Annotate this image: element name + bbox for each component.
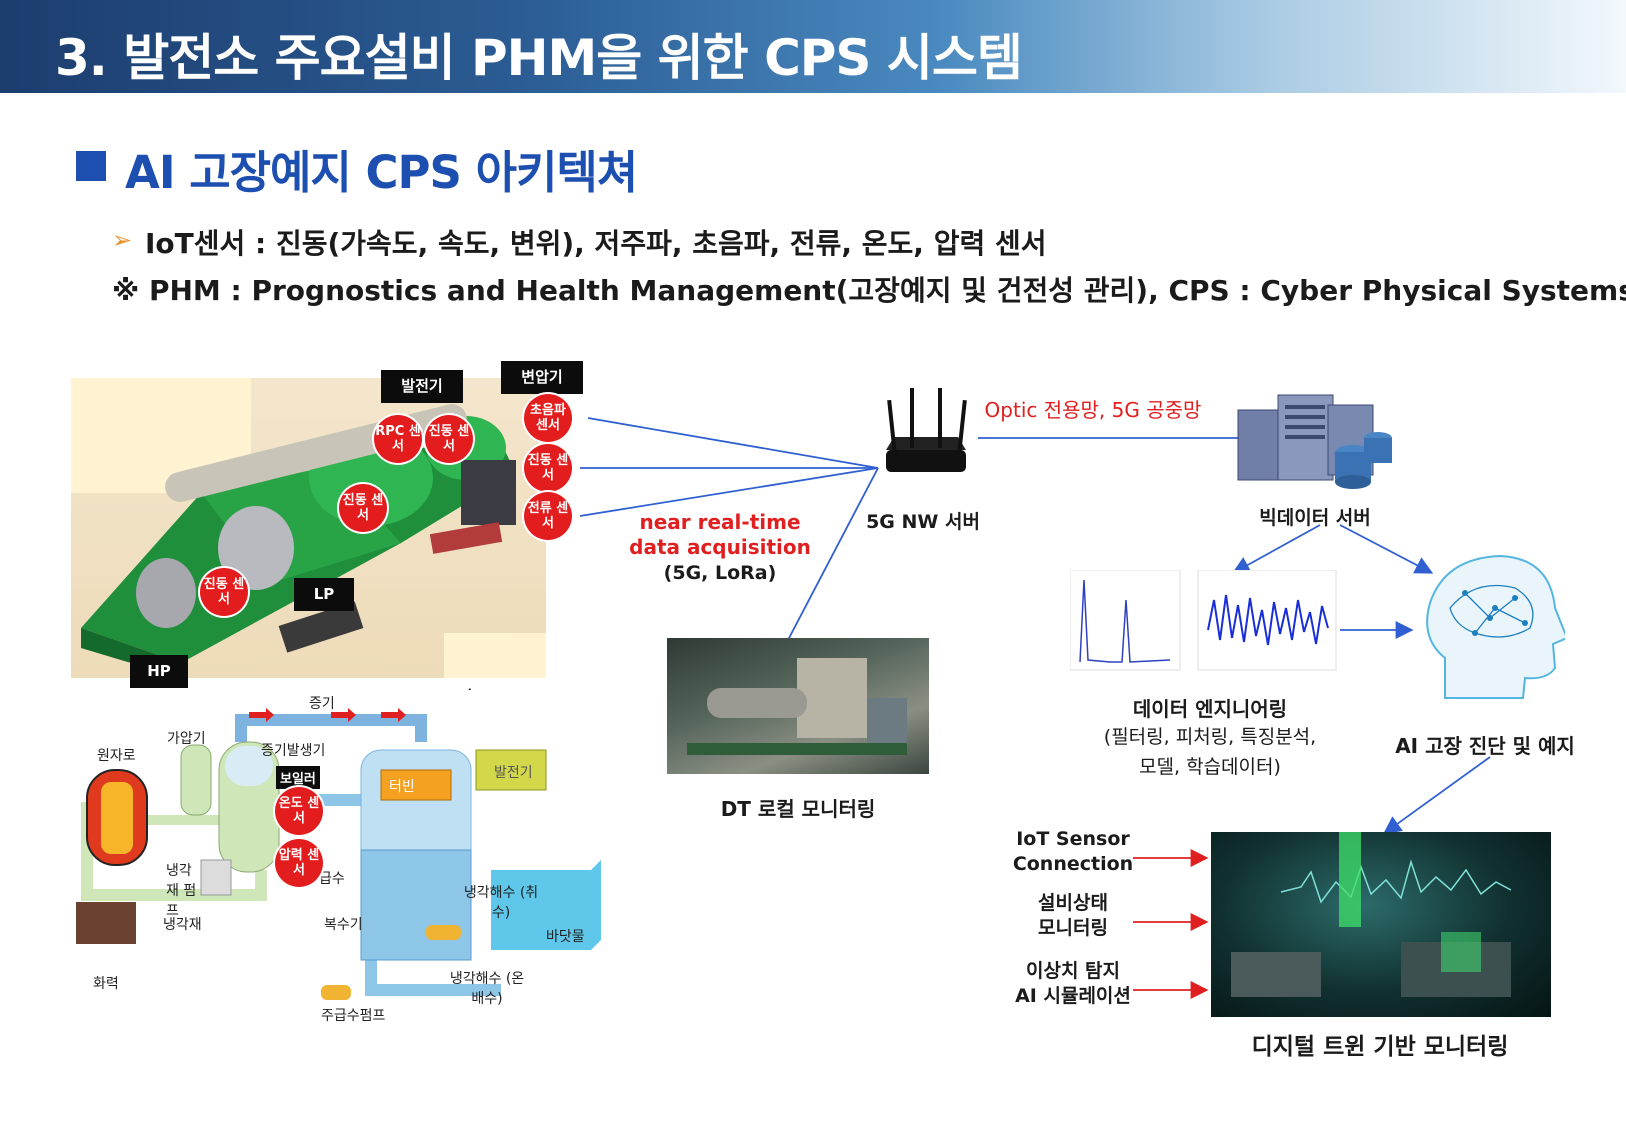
ultrasonic-sensor-badge: 초음파 센서 [524, 394, 572, 442]
router-label: 5G NW 서버 [866, 511, 980, 533]
coolant-label: 냉각재 [163, 917, 202, 933]
cooling-intake-label: 냉각해수 (취수) [463, 885, 539, 921]
section-title: AI 고장예지 CPS 아키텍쳐 [125, 146, 638, 199]
input-equipment-monitoring: 설비상태 모니터링 [1038, 892, 1108, 939]
current-sensor-badge: 전류 센서 [524, 492, 572, 540]
hp-label: HP [130, 655, 188, 688]
turbine-illustration [71, 378, 546, 678]
ai-brain-icon [1426, 554, 1565, 699]
header-banner [0, 0, 1626, 93]
lp-label: LP [294, 578, 354, 611]
vibration-sensor-badge-low: 진동 센서 [200, 568, 248, 616]
dt-local-label: DT 로컬 모니터링 [720, 797, 876, 821]
vibration-sensor-badge-top: 진동 센서 [425, 415, 473, 463]
vibration-sensor-badge-mid: 진동 센서 [339, 484, 387, 532]
input-anomaly-ai: 이상치 탐지 AI 시뮬레이션 [1015, 960, 1131, 1007]
turbine-label: 터빈 [389, 779, 415, 795]
seawater-label: 바닷물 [546, 929, 585, 945]
section-square-icon [76, 151, 106, 181]
steam-label: 증기 [309, 696, 335, 712]
condenser-label: 복수기 [324, 917, 363, 933]
data-engineering-title: 데이터 엔지니어링 [1132, 697, 1288, 721]
data-engineering-desc: (필터링, 피처링, 특징분석, 모델, 학습데이터) [1103, 726, 1317, 778]
acquisition-label: near real-time data acquisition [629, 510, 811, 559]
arrow-bigdata-ai [1339, 524, 1434, 574]
iot-sensor-bullet: IoT센서 : 진동(가속도, 속도, 변위), 저주파, 초음파, 전류, 온… [145, 227, 1047, 260]
acronym-note: ※ PHM : Prognostics and Health Managemen… [112, 274, 1626, 307]
digital-twin-title: 디지털 트윈 기반 모니터링 [1251, 1034, 1509, 1060]
dt-local-photo [667, 638, 929, 774]
coolant-pump-label: 냉각재 펌프 [166, 863, 197, 919]
power-plant-schematic: 증기 원자로 가압기 증기발생기 보일러 터빈 발전기 냉각재 펌프 냉각재 급… [71, 690, 621, 1030]
arrow-bullet-icon: ➢ [112, 226, 133, 254]
signal-plots [1070, 570, 1337, 671]
transformer-label: 변압기 [501, 361, 583, 394]
plant-generator-label: 발전기 [494, 765, 533, 781]
link-dt-router [787, 467, 879, 641]
ai-diagnosis-label: AI 고장 진단 및 예지 [1395, 734, 1575, 758]
pressurizer-label: 가압기 [167, 731, 206, 747]
optic-network-label: Optic 전용망, 5G 공중망 [984, 398, 1202, 422]
pressure-sensor-badge: 압력 센서 [275, 839, 323, 887]
acquisition-protocols: (5G, LoRa) [663, 562, 777, 584]
digital-twin-photo [1211, 832, 1551, 1017]
reactor-label: 원자로 [97, 748, 136, 764]
vibration-sensor-badge-right: 진동 센서 [524, 444, 572, 492]
router-icon [886, 388, 967, 472]
steam-generator-label: 증기발생기 [261, 743, 326, 759]
thermal-label: 화력 [93, 976, 119, 992]
main-feed-pump-label: 주급수펌프 [321, 1008, 386, 1024]
link-current-router [579, 467, 879, 517]
bigdata-server-icon [1237, 394, 1392, 489]
page-title: 3. 발전소 주요설비 PHM을 위한 CPS 시스템 [55, 29, 1023, 87]
temperature-sensor-badge: 온도 센서 [275, 787, 323, 835]
boiler-label: 보일러 [276, 766, 320, 789]
feedwater-label: 급수 [319, 871, 345, 887]
rpc-sensor-badge: RPC 센서 [374, 415, 422, 463]
arrow-bigdata-dataeng [1231, 524, 1321, 574]
link-ultrasonic-router [587, 417, 879, 469]
arrow-ai-twin [1383, 756, 1491, 835]
input-iot-connection: IoT Sensor Connection [1012, 828, 1134, 875]
generator-label: 발전기 [381, 370, 463, 403]
cooling-discharge-label: 냉각해수 (온배수) [449, 971, 525, 1007]
bigdata-server-label: 빅데이터 서버 [1259, 507, 1371, 529]
